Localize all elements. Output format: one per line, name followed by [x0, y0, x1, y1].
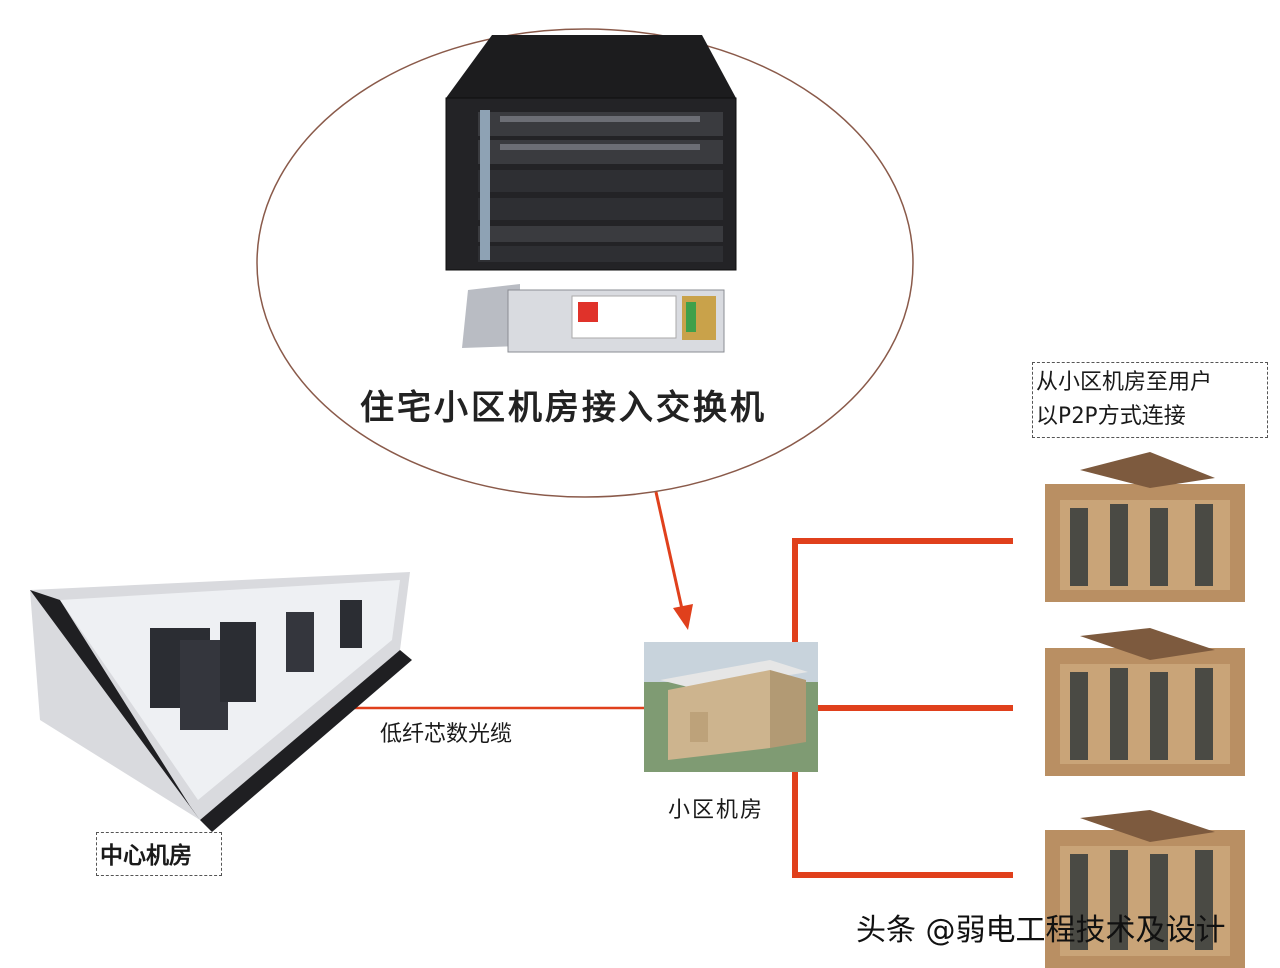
access-switch-image [445, 35, 737, 271]
central-machine-room-image [30, 572, 412, 832]
center-room-label: 中心机房 [100, 843, 192, 869]
fiber-cable-label: 低纤芯数光缆 [380, 722, 513, 747]
residential-building-3 [1045, 810, 1245, 968]
community-room-image [644, 642, 818, 772]
switch-label: 住宅小区机房接入交换机 [360, 388, 767, 428]
sfp-module-image [462, 284, 725, 353]
residential-building-2 [1045, 628, 1245, 776]
switch-highlight-oval [256, 28, 914, 498]
community-room-label: 小区机房 [668, 798, 765, 823]
arrow-head [673, 604, 693, 630]
center-room-label-box [96, 832, 222, 876]
p2p-label-line1: 从小区机房至用户 [1036, 370, 1213, 395]
residential-building-1 [1045, 452, 1245, 602]
p2p-label-box [1032, 362, 1268, 438]
p2p-link-lines [792, 538, 1013, 878]
p2p-label-line2: 以P2P方式连接 [1036, 404, 1186, 429]
switch-to-room-arrow [654, 491, 686, 619]
watermark: 头条 @弱电工程技术及设计 [856, 913, 1226, 948]
